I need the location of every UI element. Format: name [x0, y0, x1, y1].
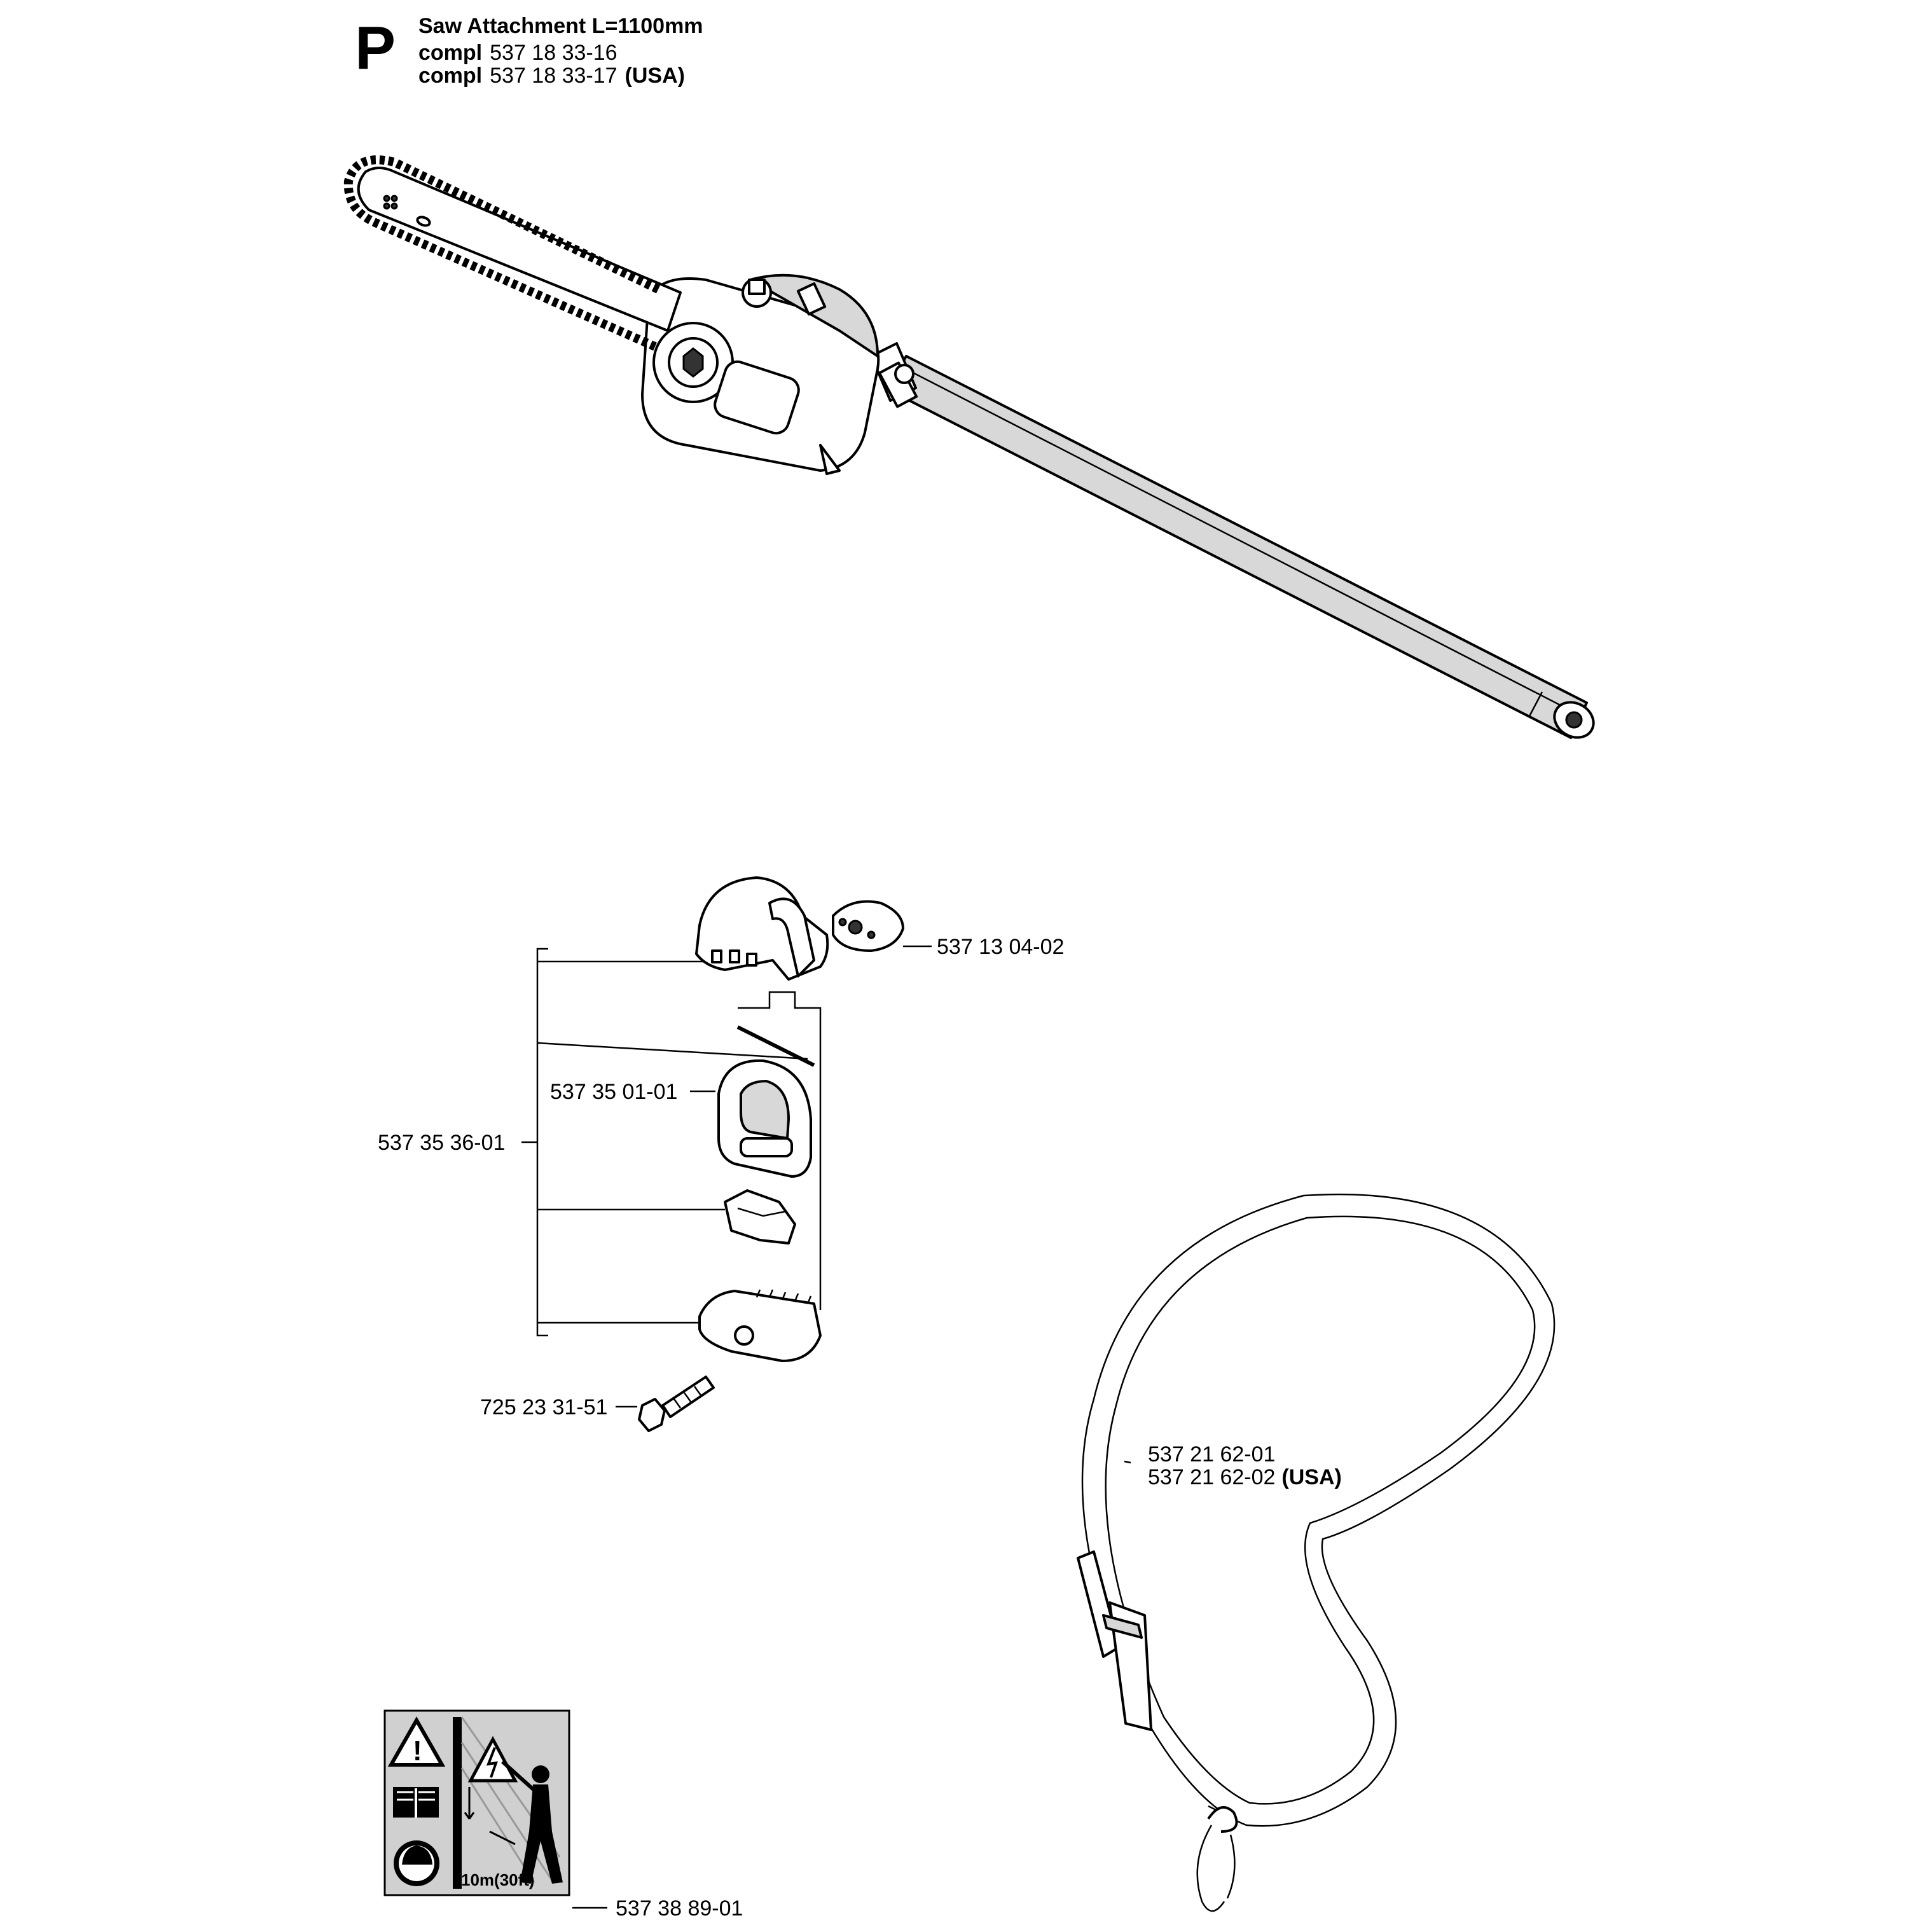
cover-nut-part — [832, 900, 904, 952]
saw-attachment-illustration — [343, 155, 1595, 739]
operator-figure-icon — [489, 1760, 563, 1884]
compl-part-2: 537 18 33-17 — [490, 64, 617, 88]
upper-handle-half — [695, 876, 829, 981]
safety-decal: ! 10m(30ft) — [383, 1709, 570, 1896]
diagram-header: P Saw Attachment L=1100mm compl 537 18 33… — [355, 14, 703, 88]
compl-usa-tag: (USA) — [625, 64, 685, 88]
guide-bar — [357, 167, 682, 332]
label-strap-1: 537 21 62-01 — [1148, 1442, 1275, 1466]
compl-line-2: compl 537 18 33-17 (USA) — [418, 64, 685, 88]
decal-distance-text: 10m(30ft) — [461, 1870, 535, 1889]
shaft-tube — [886, 355, 1595, 739]
handle-clip-part — [724, 1189, 796, 1245]
guide-pin — [736, 1025, 815, 1067]
helmet-icon — [394, 1840, 439, 1886]
warning-triangle-icon — [387, 1716, 446, 1767]
harness-strap — [1077, 1193, 1556, 1827]
label-strap-2: 537 21 62-02 — [1148, 1465, 1275, 1489]
strap-hook — [1196, 1806, 1238, 1912]
saw-chain — [343, 155, 661, 351]
handle-kit-bracket — [521, 948, 822, 1337]
label-strap-usa: (USA) — [1281, 1465, 1341, 1489]
strap-leader — [1124, 1460, 1131, 1464]
electric-hazard-icon — [467, 1735, 518, 1783]
compl-line-1: compl 537 18 33-16 — [418, 41, 618, 65]
svg-text:!: ! — [413, 1735, 422, 1767]
label-screw: 725 23 31-51 — [480, 1395, 607, 1419]
label-strap-2-line: 537 21 62-02(USA) — [1148, 1465, 1342, 1489]
saw-gearbox-housing — [641, 273, 880, 475]
manual-book-icon — [393, 1787, 439, 1818]
compl-word-1: compl — [418, 41, 482, 65]
handle-loop-part — [717, 1059, 812, 1178]
label-handle-kit: 537 35 36-01 — [378, 1131, 505, 1155]
lower-handle-half — [698, 1289, 822, 1362]
label-cover-nut: 537 13 04-02 — [937, 935, 1064, 959]
diagram-title: Saw Attachment L=1100mm — [418, 14, 703, 38]
label-decal: 537 38 89-01 — [616, 1896, 743, 1921]
label-handle-loop: 537 35 01-01 — [550, 1080, 677, 1104]
section-letter: P — [355, 14, 396, 82]
compl-part-1: 537 18 33-16 — [490, 41, 617, 65]
compl-word-2: compl — [418, 64, 482, 88]
screw-part — [638, 1376, 715, 1432]
